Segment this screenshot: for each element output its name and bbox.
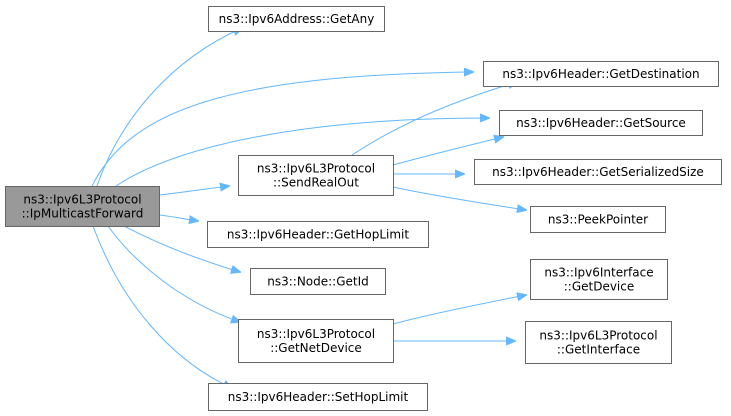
node-sethoplimit[interactable]: ns3::Ipv6Header::SetHopLimit xyxy=(208,383,428,411)
node-box xyxy=(5,186,160,227)
edge-root-to-nodegetid xyxy=(123,225,240,272)
node-nodegetid[interactable]: ns3::Node::GetId xyxy=(250,268,386,295)
edge-sendrealout-to-getdest xyxy=(351,82,517,156)
edge-root-to-gethoplimit xyxy=(159,214,198,221)
node-label: ns3::Ipv6L3Protocol xyxy=(257,327,375,341)
node-box xyxy=(238,319,394,363)
node-label: ns3::Ipv6Header::GetSource xyxy=(516,116,686,130)
edge-root-to-getsource xyxy=(115,118,489,187)
node-label: ns3::Ipv6L3Protocol xyxy=(539,329,657,343)
nodes-layer: ns3::Ipv6L3Protocol::IpMulticastForwardn… xyxy=(5,6,722,411)
node-label: ns3::PeekPointer xyxy=(548,213,648,227)
edge-getnetdevice-to-ifgetdevice xyxy=(392,295,526,325)
node-label: ns3::Ipv6Header::GetDestination xyxy=(502,67,699,81)
node-label: ns3::Ipv6Header::GetSerializedSize xyxy=(492,165,704,179)
node-label: ::IpMulticastForward xyxy=(22,207,144,221)
node-label: ns3::Ipv6Interface xyxy=(544,266,653,280)
node-peekpointer[interactable]: ns3::PeekPointer xyxy=(530,206,666,233)
node-box xyxy=(474,159,722,185)
edge-sendrealout-to-peekpointer xyxy=(392,186,526,210)
node-label: ::GetDevice xyxy=(564,280,635,294)
node-label: ::SendRealOut xyxy=(273,176,359,190)
node-box xyxy=(208,383,428,411)
node-ifgetdevice[interactable]: ns3::Ipv6Interface::GetDevice xyxy=(530,259,668,300)
node-label: ns3::Ipv6L3Protocol xyxy=(257,162,375,176)
node-box xyxy=(238,155,394,196)
edge-root-to-sethoplimit xyxy=(92,225,232,388)
edge-root-to-getnetdevice xyxy=(107,225,240,322)
node-root: ns3::Ipv6L3Protocol::IpMulticastForward xyxy=(5,186,160,227)
node-box xyxy=(530,259,668,300)
node-box xyxy=(525,321,672,364)
node-box xyxy=(483,61,719,87)
node-getsource[interactable]: ns3::Ipv6Header::GetSource xyxy=(499,110,703,136)
node-getany[interactable]: ns3::Ipv6Address::GetAny xyxy=(208,6,385,32)
node-getsersize[interactable]: ns3::Ipv6Header::GetSerializedSize xyxy=(474,159,722,185)
node-box xyxy=(250,268,386,295)
node-label: ns3::Ipv6Header::GetHopLimit xyxy=(227,228,409,242)
edge-root-to-getany xyxy=(96,28,242,187)
node-label: ns3::Ipv6Address::GetAny xyxy=(219,12,375,26)
node-label: ::GetInterface xyxy=(557,343,640,357)
edges-layer xyxy=(91,28,526,388)
node-getdest[interactable]: ns3::Ipv6Header::GetDestination xyxy=(483,61,719,87)
node-getnetdevice[interactable]: ns3::Ipv6L3Protocol::GetNetDevice xyxy=(238,319,394,363)
node-box xyxy=(530,206,666,233)
node-getinterface[interactable]: ns3::Ipv6L3Protocol::GetInterface xyxy=(525,321,672,364)
edge-root-to-getdest xyxy=(91,72,473,187)
node-label: ::GetNetDevice xyxy=(270,341,362,355)
node-label: ns3::Node::GetId xyxy=(267,275,369,289)
node-sendrealout[interactable]: ns3::Ipv6L3Protocol::SendRealOut xyxy=(238,155,394,196)
node-box xyxy=(208,6,385,32)
edge-root-to-sendrealout xyxy=(159,186,229,196)
node-box xyxy=(207,221,429,248)
node-label: ns3::Ipv6L3Protocol xyxy=(23,193,141,207)
node-gethoplimit[interactable]: ns3::Ipv6Header::GetHopLimit xyxy=(207,221,429,248)
node-label: ns3::Ipv6Header::SetHopLimit xyxy=(228,390,409,404)
node-box xyxy=(499,110,703,136)
edge-sendrealout-to-getsource xyxy=(392,137,503,166)
